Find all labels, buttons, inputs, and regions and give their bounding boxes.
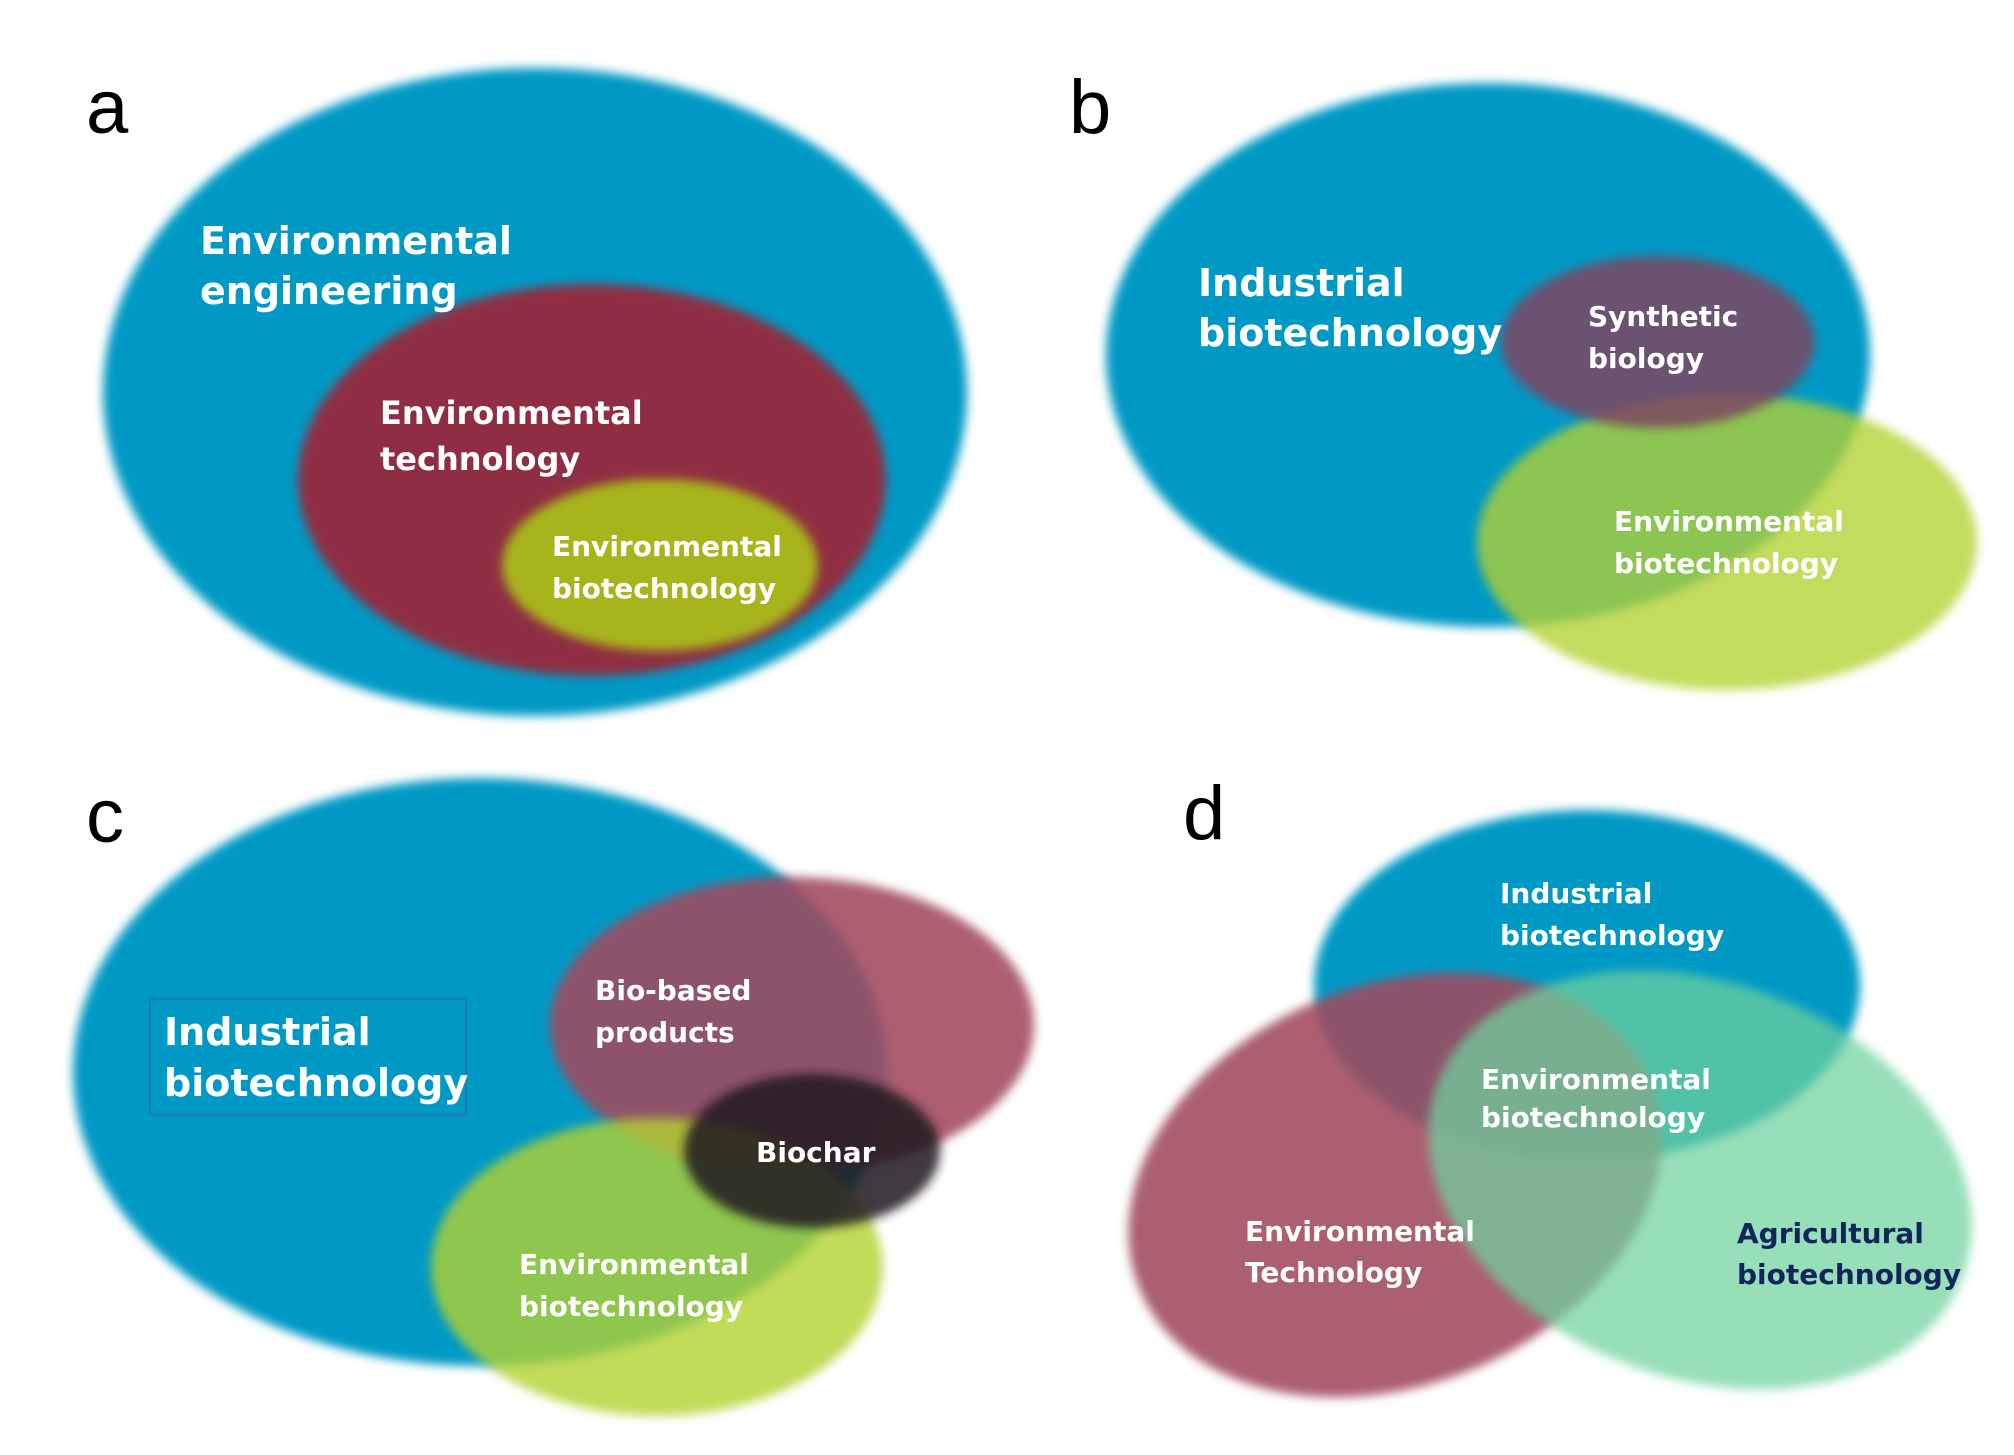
panel-c-biobased-label: Bio-based products	[595, 974, 761, 1049]
panel-b: b Industrial biotechnology Synthetic bio…	[1069, 65, 1977, 690]
panel-a-environmental-biotechnology-ellipse	[502, 479, 818, 651]
panel-d-center-label: Environmental biotechnology	[1481, 1063, 1721, 1134]
panel-d-agri-label: Agricultural biotechnology	[1737, 1217, 1961, 1291]
panel-a-inner-label: Environmental biotechnology	[552, 530, 792, 605]
panel-c-envbio-label: Environmental biotechnology	[519, 1248, 759, 1323]
panel-d-industrial-label: Industrial biotechnology	[1500, 877, 1724, 952]
panel-a-middle-label: Environmental technology	[380, 394, 654, 478]
panel-b-environmental-biotechnology-ellipse	[1477, 394, 1977, 690]
panel-c: c Industrial biotechnology Bio-based pro…	[73, 774, 1034, 1416]
panel-a-outer-label: Environmental engineering	[200, 219, 525, 313]
panel-c-biochar-label: Biochar	[756, 1136, 876, 1169]
panel-b-main-label: Industrial biotechnology	[1198, 261, 1502, 355]
panel-c-bio-based-products-ellipse	[550, 877, 1034, 1173]
panel-d-agricultural-biotechnology-ellipse	[1428, 970, 1972, 1390]
panel-b-envbio-label: Environmental biotechnology	[1614, 505, 1854, 580]
panel-b-synbio-label: Synthetic biology	[1588, 300, 1748, 375]
panel-d-envtech-label: Environmental Technology	[1245, 1215, 1485, 1289]
panel-c-biochar-ellipse	[684, 1074, 940, 1228]
panel-c-label-box	[149, 998, 467, 1116]
panel-b-synthetic-biology-ellipse	[1501, 256, 1815, 428]
panel-a-letter: a	[86, 65, 129, 150]
panel-b-letter: b	[1069, 65, 1111, 150]
panel-c-letter: c	[86, 774, 124, 859]
panel-d: d Industrial biotechnology Environmental…	[1128, 771, 1972, 1398]
panel-a: a Environmental engineering Environmenta…	[86, 65, 967, 716]
panel-d-letter: d	[1183, 771, 1225, 856]
panel-c-main-label: Industrial biotechnology	[164, 1010, 468, 1105]
